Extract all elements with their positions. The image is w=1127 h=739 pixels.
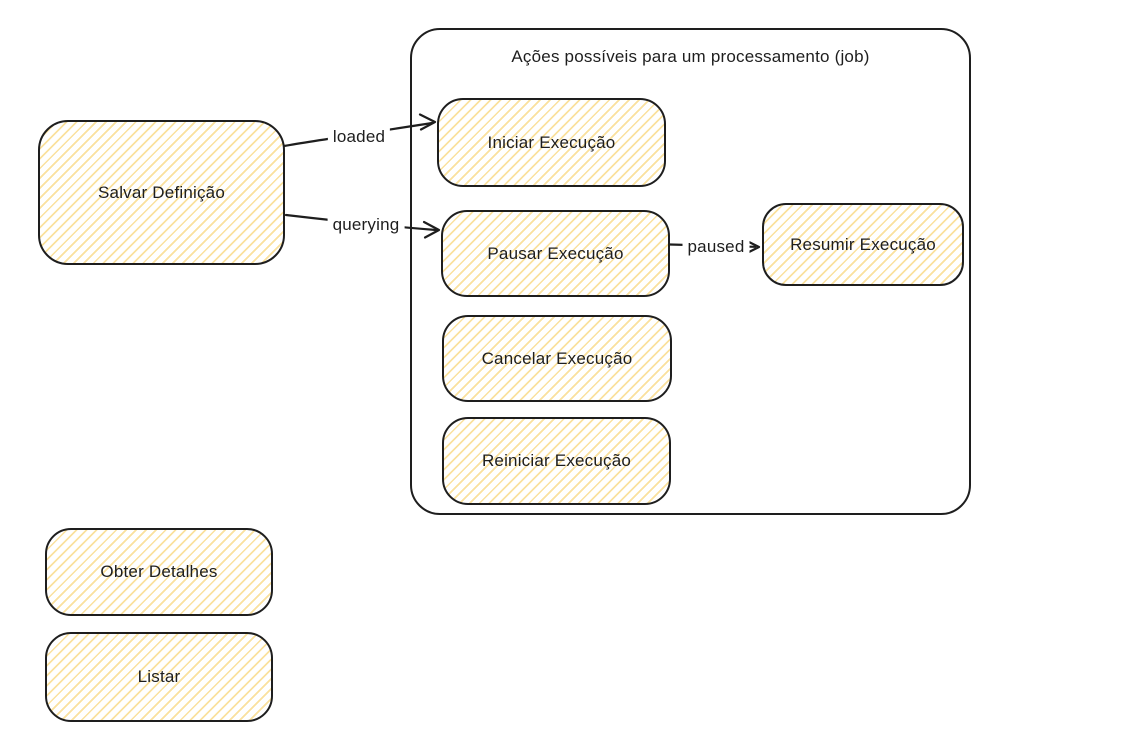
edge-label-loaded: loaded [327, 126, 391, 148]
node-resumir-execucao: Resumir Execução [762, 203, 964, 286]
node-obter-detalhes: Obter Detalhes [45, 528, 273, 616]
node-listar: Listar [45, 632, 273, 722]
node-iniciar-execucao: Iniciar Execução [437, 98, 666, 187]
node-salvar-definicao: Salvar Definição [38, 120, 285, 265]
node-cancelar-execucao: Cancelar Execução [442, 315, 672, 402]
edge-label-querying: querying [327, 214, 405, 236]
job-actions-frame-title: Ações possíveis para um processamento (j… [511, 47, 870, 66]
node-pausar-execucao: Pausar Execução [441, 210, 670, 297]
node-reiniciar-execucao: Reiniciar Execução [442, 417, 671, 505]
edge-label-paused: paused [682, 236, 750, 258]
